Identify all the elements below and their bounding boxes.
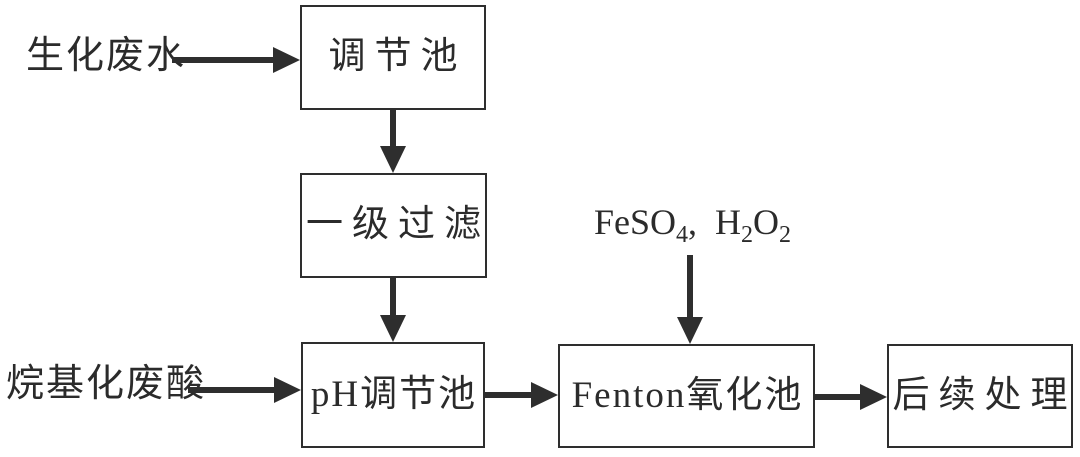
arrow-head	[380, 146, 406, 173]
arrow-head	[860, 384, 887, 410]
node-label-fenton-oxidation-tank: Fenton氧化池	[571, 374, 804, 416]
node-label-ph-regulation-tank: pH调节池	[310, 373, 478, 415]
node-regulation-tank: 调节池	[300, 5, 486, 110]
arrow-shaft	[815, 394, 863, 400]
arrow-head	[274, 377, 301, 403]
arrow-shaft	[188, 387, 277, 393]
node-label-primary-filtration: 一级过滤	[306, 204, 490, 246]
node-subsequent-treatment: 后续处理	[887, 344, 1073, 448]
node-label-regulation-tank: 调节池	[328, 36, 467, 78]
arrow-reagent-to-fenton-icon	[677, 255, 703, 344]
arrow-head	[380, 315, 406, 342]
arrow-acid-to-ph-icon	[188, 377, 301, 403]
reagent-text: FeSO4, H2O2	[593, 202, 792, 249]
arrow-head	[677, 317, 703, 344]
arrow-shaft	[485, 392, 534, 398]
arrow-shaft	[390, 110, 396, 149]
arrow-shaft	[687, 255, 693, 320]
arrow-fenton-to-subsequent-icon	[815, 384, 887, 410]
arrow-shaft	[172, 57, 276, 63]
arrow-head	[273, 47, 300, 73]
arrow-ph-to-fenton-icon	[485, 382, 558, 408]
node-fenton-oxidation-tank: Fenton氧化池	[558, 344, 815, 448]
input-label-alkylation-waste-acid: 烷基化废酸	[6, 363, 207, 405]
input-label-biochemical-wastewater: 生化废水	[26, 35, 187, 77]
arrow-head	[531, 382, 558, 408]
node-primary-filtration: 一级过滤	[300, 173, 487, 278]
arrow-biochem-to-regulation-icon	[172, 47, 300, 73]
arrow-filtration-to-ph-icon	[380, 278, 406, 342]
arrow-regulation-to-filtration-icon	[380, 110, 406, 173]
node-label-subsequent-treatment: 后续处理	[892, 374, 1077, 416]
reagent-label-feso4-h2o2: FeSO4, H2O2	[590, 202, 795, 249]
node-ph-regulation-tank: pH调节池	[301, 342, 485, 448]
arrow-shaft	[390, 278, 396, 318]
